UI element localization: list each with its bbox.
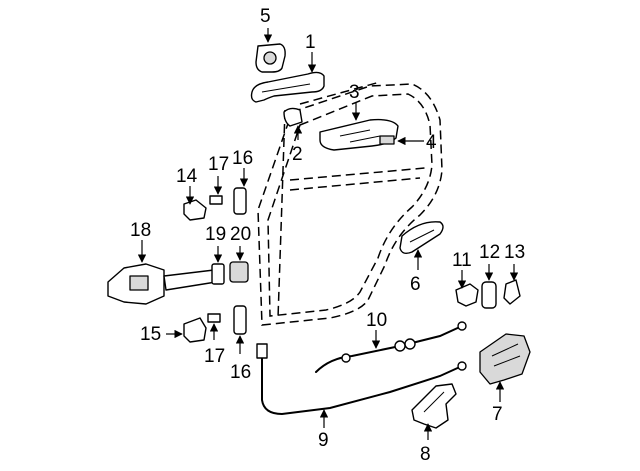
part-remote-cable [256,343,467,428]
part-lock-bracket [411,383,457,440]
callout-2: 2 [292,144,303,165]
callout-17-lower: 17 [204,346,225,367]
callout-12: 12 [479,242,500,263]
callout-5: 5 [260,6,271,27]
callout-3: 3 [349,82,360,103]
part-inside-lock-knob [399,221,444,270]
part-striker [455,270,479,307]
part-lock-cable [315,321,467,373]
door-outline [257,81,443,326]
part-upper-bolt [209,176,223,205]
part-lock-cylinder [255,28,286,73]
callout-15: 15 [140,324,161,345]
part-door-lock [479,333,531,402]
callout-14: 14 [176,166,198,187]
part-lower-bolt [207,313,221,340]
callout-19: 19 [205,224,226,245]
callout-20: 20 [230,224,251,245]
part-upper-shim [233,168,249,215]
callout-11: 11 [452,250,472,271]
part-clip [379,135,424,146]
callout-13: 13 [504,242,525,263]
part-lower-hinge [166,317,207,343]
callout-17-upper: 17 [208,154,229,175]
callout-labels: 5 1 3 4 2 6 11 12 13 7 8 9 10 18 19 20 1… [130,6,525,465]
part-outside-handle [250,52,325,103]
callout-6: 6 [410,274,421,295]
part-door-check [107,240,217,305]
callout-16-upper: 16 [232,148,253,169]
callout-16-lower: 16 [230,362,251,383]
part-handle-frame [283,107,303,140]
part-shim-19 [211,246,225,285]
part-upper-hinge [183,186,207,221]
callout-9: 9 [318,430,329,451]
callout-18: 18 [130,220,151,241]
part-bumper [229,246,249,283]
part-shim-13 [503,264,521,305]
part-lower-shim [233,305,247,354]
callout-1: 1 [305,32,316,53]
callout-7: 7 [492,404,503,425]
part-inside-handle [319,102,399,151]
callout-4: 4 [426,132,437,153]
callout-8: 8 [420,444,431,465]
callout-10: 10 [366,310,387,331]
part-shim-12 [481,264,497,309]
